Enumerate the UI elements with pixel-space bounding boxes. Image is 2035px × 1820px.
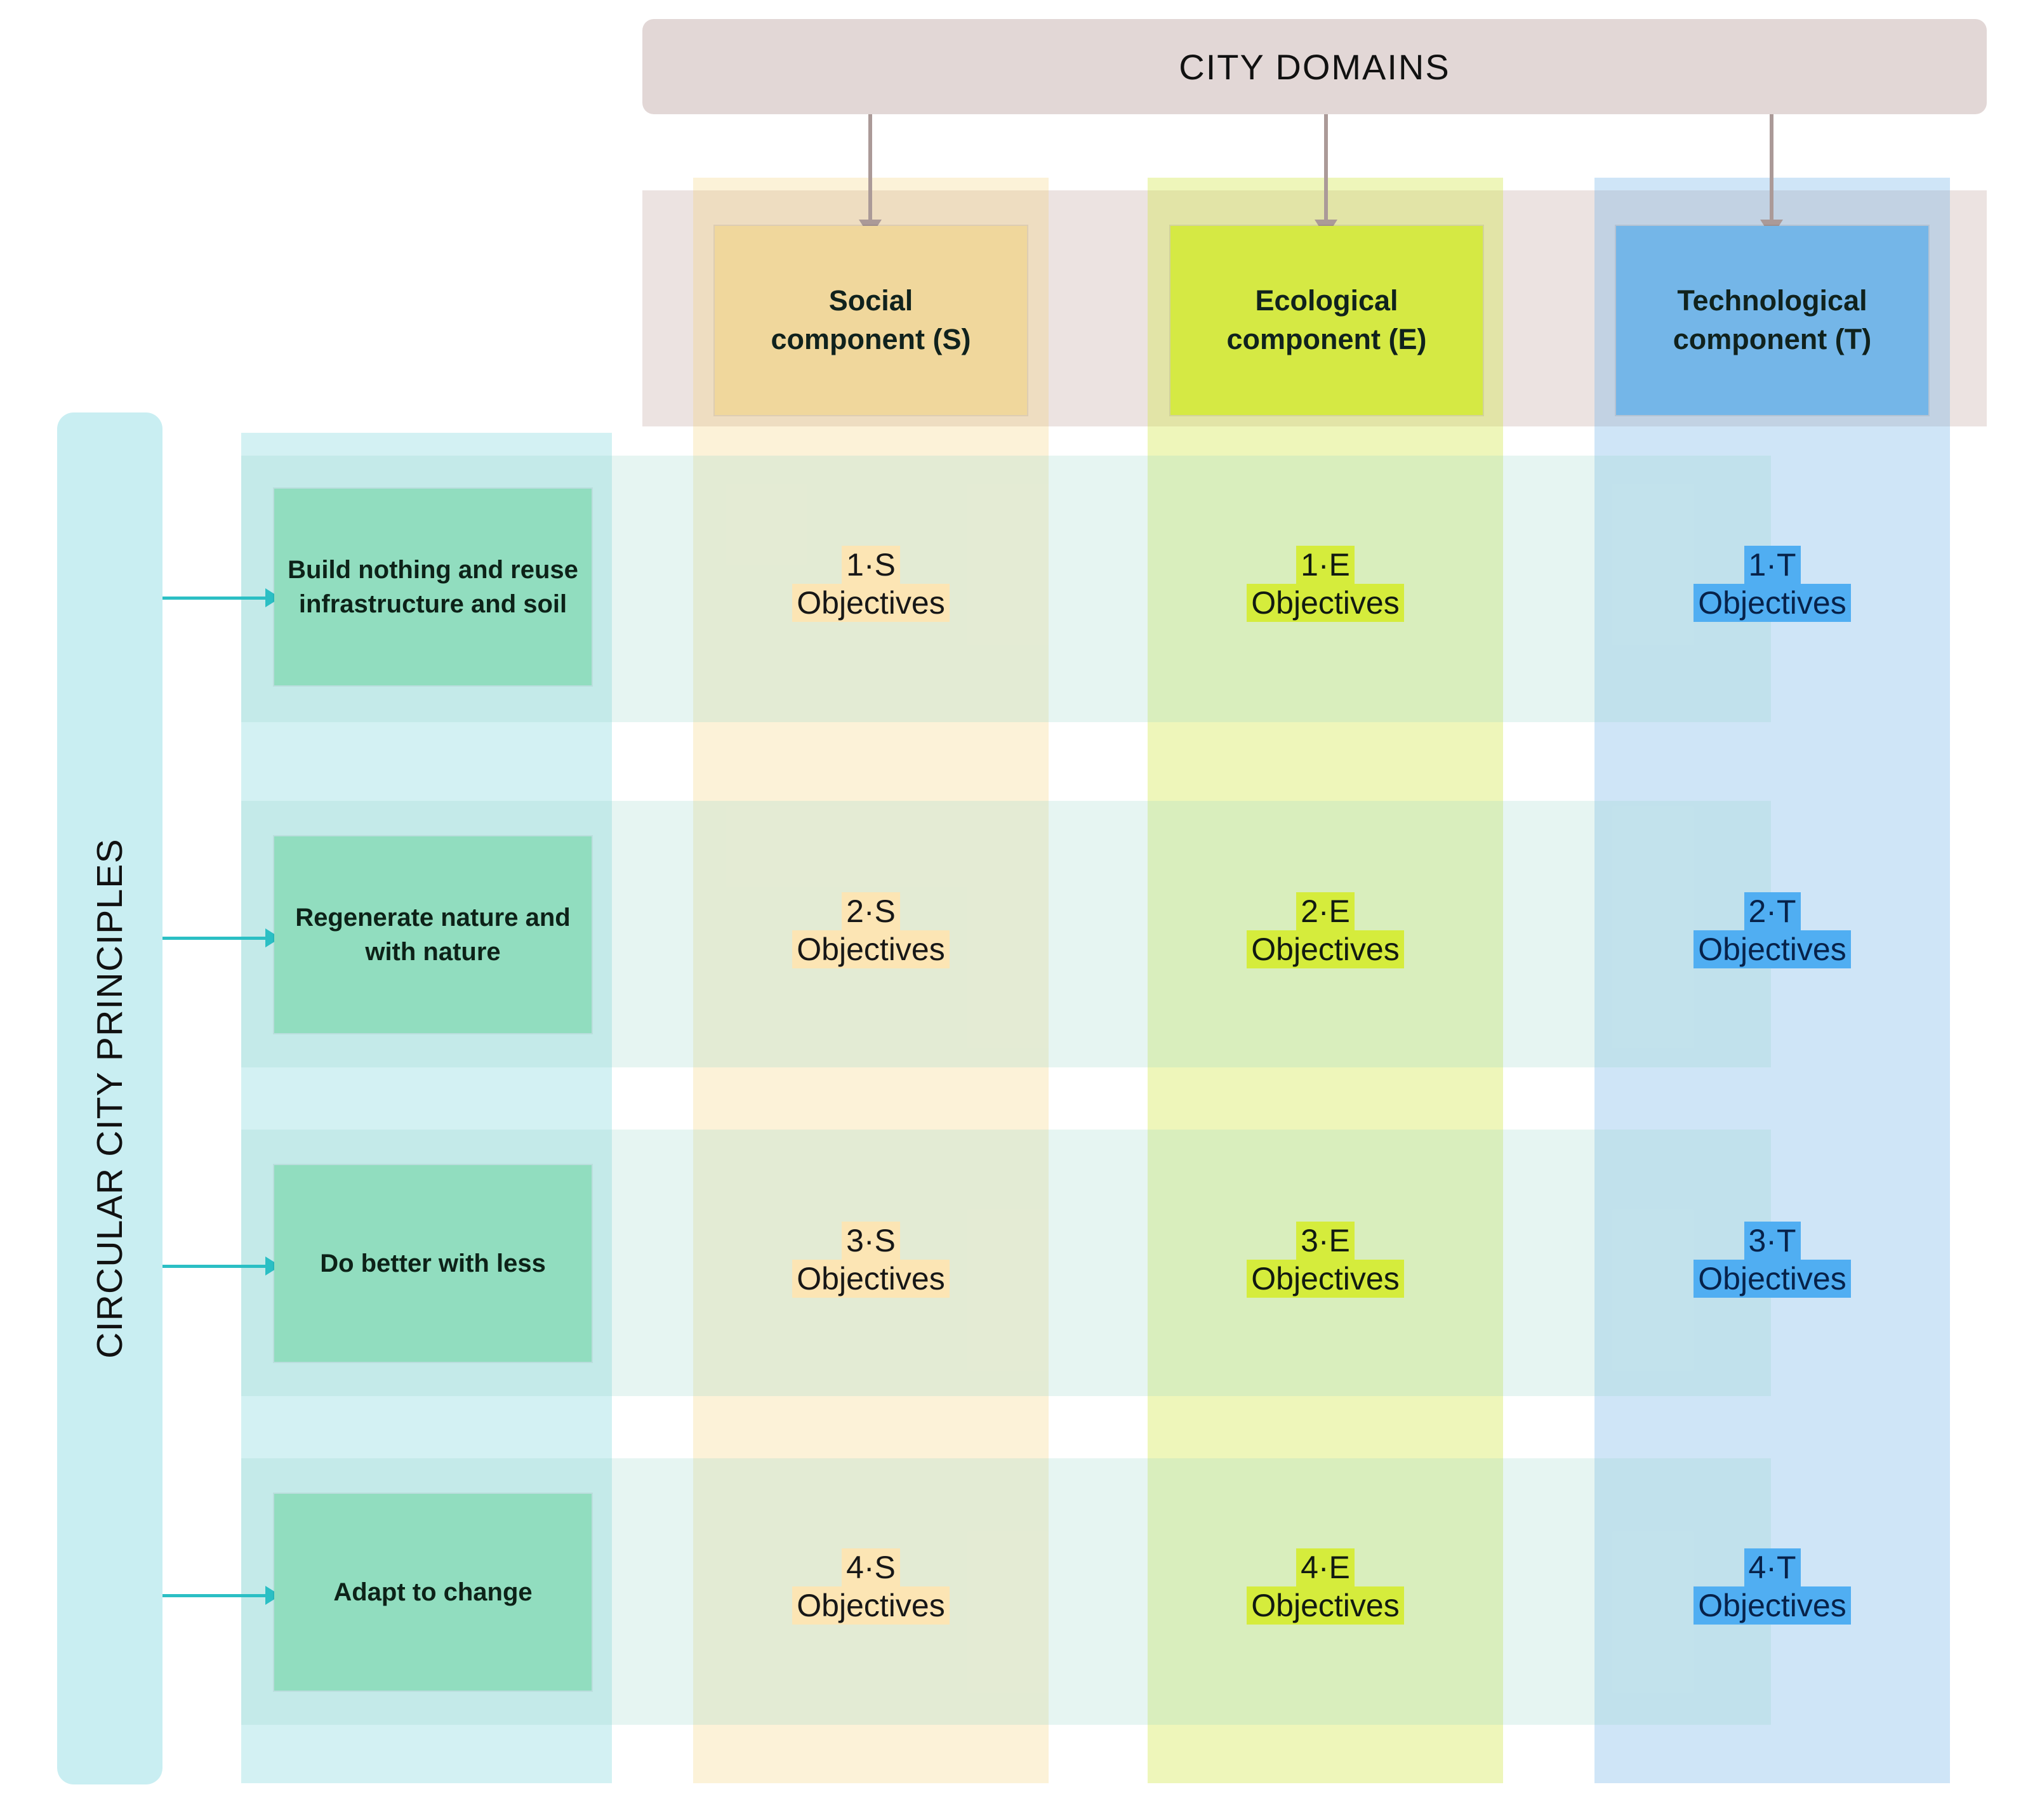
component-social-line1: Social [828,284,913,317]
column-band-ecological [1148,178,1503,1783]
component-box-technological[interactable]: Technological component (T) [1616,226,1928,415]
objective-code-4-S: 4·S [842,1548,900,1586]
circular-city-principles-pill: CIRCULAR CITY PRINCIPLES [57,412,162,1784]
objective-label-2-S: Objectives [792,930,950,968]
objective-cell-4-E[interactable]: 4·E Objectives [1148,1548,1503,1625]
arrow-right-to-principle-1-icon [162,588,281,607]
arrow-right-to-principle-3-icon [162,1256,281,1276]
objective-cell-1-T[interactable]: 1·T Objectives [1594,546,1950,622]
objective-cell-2-S[interactable]: 2·S Objectives [693,892,1049,968]
objective-label-4-E: Objectives [1247,1586,1404,1625]
objective-cell-3-E[interactable]: 3·E Objectives [1148,1222,1503,1298]
arrow-right-to-principle-2-icon [162,928,281,947]
objective-cell-2-T[interactable]: 2·T Objectives [1594,892,1950,968]
objective-cell-3-S[interactable]: 3·S Objectives [693,1222,1049,1298]
principle-box-4[interactable]: Adapt to change [274,1494,592,1691]
objective-label-3-S: Objectives [792,1260,950,1298]
column-band-technological [1594,178,1950,1783]
objective-cell-4-T[interactable]: 4·T Objectives [1594,1548,1950,1625]
objective-code-4-E: 4·E [1296,1548,1355,1586]
objective-label-1-E: Objectives [1247,584,1404,622]
objective-code-3-E: 3·E [1296,1222,1355,1260]
component-ecological-line2: component (E) [1226,323,1427,355]
principle-box-2[interactable]: Regenerate nature and with nature [274,836,592,1033]
objective-cell-3-T[interactable]: 3·T Objectives [1594,1222,1950,1298]
component-technological-line2: component (T) [1673,323,1872,355]
objective-label-1-T: Objectives [1694,584,1851,622]
objective-label-3-E: Objectives [1247,1260,1404,1298]
arrow-right-to-principle-4-icon [162,1586,281,1605]
objective-code-4-T: 4·T [1744,1548,1801,1586]
component-social-line2: component (S) [771,323,971,355]
objective-cell-2-E[interactable]: 2·E Objectives [1148,892,1503,968]
arrow-down-to-social-icon [859,114,882,237]
objective-code-3-T: 3·T [1744,1222,1801,1260]
principle-box-1[interactable]: Build nothing and reuse infrastructure a… [274,489,592,685]
objective-code-2-T: 2·T [1744,892,1801,930]
objective-label-3-T: Objectives [1694,1260,1851,1298]
objective-code-1-T: 1·T [1744,546,1801,584]
objective-label-2-T: Objectives [1694,930,1851,968]
objective-code-3-S: 3·S [842,1222,900,1260]
component-technological-line1: Technological [1677,284,1867,317]
objective-label-1-S: Objectives [792,584,950,622]
objective-code-1-S: 1·S [842,546,900,584]
objective-cell-4-S[interactable]: 4·S Objectives [693,1548,1049,1625]
arrow-down-to-ecological-icon [1315,114,1337,237]
circular-city-principles-label: CIRCULAR CITY PRINCIPLES [89,838,130,1359]
objective-code-1-E: 1·E [1296,546,1355,584]
objective-code-2-S: 2·S [842,892,900,930]
component-box-ecological[interactable]: Ecological component (E) [1170,226,1483,415]
objective-code-2-E: 2·E [1296,892,1355,930]
component-box-social[interactable]: Social component (S) [715,226,1027,415]
objective-label-4-S: Objectives [792,1586,950,1625]
component-ecological-line1: Ecological [1255,284,1398,317]
objective-label-2-E: Objectives [1247,930,1404,968]
city-domains-title: CITY DOMAINS [642,19,1987,114]
principle-box-3[interactable]: Do better with less [274,1165,592,1362]
column-band-social [693,178,1049,1783]
arrow-down-to-technological-icon [1760,114,1783,237]
objective-cell-1-S[interactable]: 1·S Objectives [693,546,1049,622]
objective-label-4-T: Objectives [1694,1586,1851,1625]
objective-cell-1-E[interactable]: 1·E Objectives [1148,546,1503,622]
